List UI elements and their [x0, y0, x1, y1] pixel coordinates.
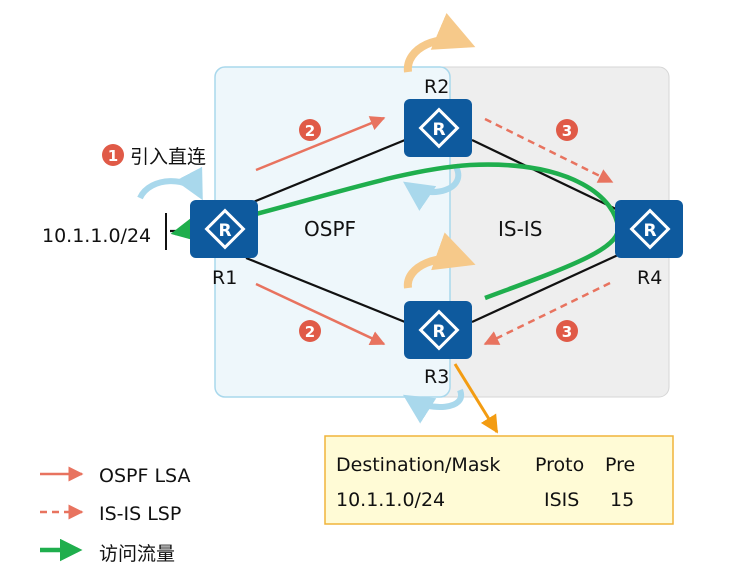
step1-label: 引入直连	[130, 146, 206, 168]
link-r1-r2	[245, 138, 406, 207]
swirl-r2-top	[403, 13, 476, 73]
router-r2[interactable]: R	[404, 99, 472, 157]
swirl-r3-top	[403, 232, 476, 289]
isis-area-label: IS-IS	[498, 217, 542, 241]
table-cell-destination: 10.1.1.0/24	[336, 489, 445, 511]
svg-text:3: 3	[562, 122, 572, 140]
traffic-flow	[170, 162, 621, 301]
table-cell-pre: 15	[610, 489, 634, 511]
router-r4[interactable]: R	[615, 200, 683, 258]
router-r1-label: R1	[212, 267, 237, 289]
router-icon: R	[218, 221, 231, 241]
router-r3[interactable]: R	[404, 301, 472, 359]
table-header-destination: Destination/Mask	[336, 454, 500, 476]
link-r1-r3	[245, 256, 406, 324]
step-badge-isis-bottom: 3	[556, 320, 578, 342]
svg-text:1: 1	[108, 147, 118, 165]
ospf-lsa-arrow-r1-r2	[255, 116, 386, 172]
ospf-lsa-arrow-r1-r3	[255, 282, 386, 346]
router-icon: R	[432, 120, 445, 140]
ospf-area-label: OSPF	[304, 217, 356, 241]
redistribute-swirl-r1	[137, 166, 203, 201]
svg-text:3: 3	[562, 323, 572, 341]
table-header-pre: Pre	[605, 454, 635, 476]
router-r1[interactable]: R	[190, 200, 258, 258]
svg-text:2: 2	[305, 122, 315, 140]
router-r3-label: R3	[424, 366, 449, 388]
legend-traffic-label: 访问流量	[99, 543, 175, 565]
routing-table-pointer	[453, 363, 499, 434]
router-r4-label: R4	[637, 267, 662, 289]
svg-text:2: 2	[305, 323, 315, 341]
legend: OSPF LSA IS-IS LSP 访问流量	[40, 465, 190, 565]
routing-table: Destination/Mask Proto Pre 10.1.1.0/24 I…	[324, 435, 674, 525]
legend-ospf-lsa-label: OSPF LSA	[99, 465, 190, 487]
legend-isis-lsp-label: IS-IS LSP	[99, 503, 181, 525]
link-r3-r4	[471, 254, 619, 323]
swirl-r2-bottom	[403, 163, 461, 211]
router-icon: R	[432, 322, 445, 342]
step-badge-isis-top: 3	[556, 119, 578, 141]
router-r2-label: R2	[424, 76, 449, 98]
table-cell-proto: ISIS	[544, 489, 579, 511]
swirl-r3-bottom	[402, 388, 465, 424]
step-badge-ospf-top: 2	[299, 119, 321, 141]
table-header-proto: Proto	[535, 454, 584, 476]
router-icon: R	[643, 221, 656, 241]
network-label: 10.1.1.0/24	[42, 225, 151, 247]
step-badge-ospf-bottom: 2	[299, 320, 321, 342]
step1-import-direct: 1 引入直连	[102, 144, 206, 168]
link-r2-r4	[471, 139, 619, 211]
